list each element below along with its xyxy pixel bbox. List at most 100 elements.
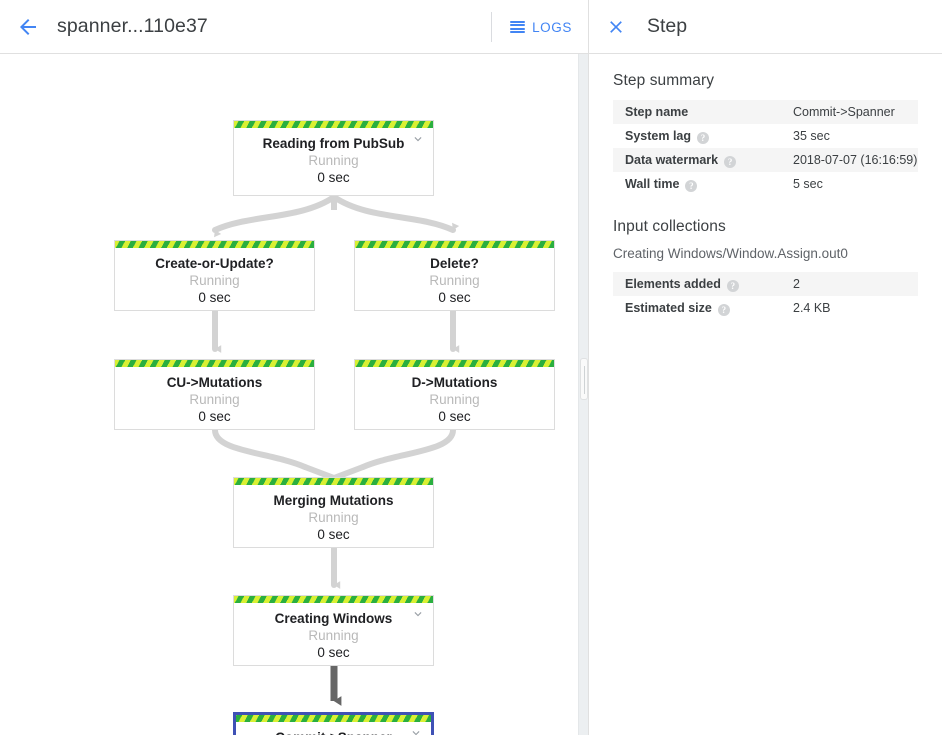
row-label: Data watermark? [613,148,781,172]
row-label: Step name [613,100,781,124]
graph-edges [212,194,460,706]
top-bar-actions: LOGS [491,0,588,54]
node-elapsed-time: 0 sec [317,170,350,185]
panel-resize-handle[interactable] [578,54,588,735]
chevron-down-icon[interactable] [411,607,425,621]
row-label-text: Elements added [625,276,721,291]
node-status: Running [429,392,480,407]
node-elapsed-time: 0 sec [317,645,350,660]
help-icon[interactable]: ? [685,179,698,192]
node-title: Reading from PubSub [262,136,405,151]
node-progress-bar [234,596,433,603]
table-row: Elements added? 2 [613,272,918,296]
node-progress-bar [355,241,554,248]
node-title: Delete? [430,256,479,271]
node-title: Commit->Spanner [236,729,431,735]
step-panel-title: Step [647,15,688,37]
node-progress-bar [115,360,314,367]
node-status: Running [308,510,359,525]
logs-list-icon [510,21,526,34]
page-title: spanner...110e37 [57,15,208,37]
node-status: Running [189,392,240,407]
graph-node-delete[interactable]: Delete? Running 0 sec [354,240,555,311]
row-label-text: Data watermark [625,152,719,167]
table-row: Data watermark? 2018-07-07 (16:16:59) [613,148,918,172]
node-progress-bar [234,121,433,128]
node-progress-bar [236,715,431,722]
chevron-down-icon[interactable] [409,726,423,735]
step-summary-heading: Step summary [613,72,715,89]
row-value: 2 [793,277,800,291]
row-label: Estimated size? [613,296,781,320]
row-label: Wall time? [613,172,781,196]
toolbar-divider [491,12,493,42]
node-status: Running [308,153,359,168]
row-label: System lag? [613,124,781,148]
row-label-text: Step name [625,105,689,119]
help-icon[interactable]: ? [697,131,710,144]
input-collections-heading: Input collections [613,218,726,235]
step-details-panel: Step Step summary Step name Commit->Spann… [588,0,942,735]
row-label: Elements added? [613,272,781,296]
node-title: Merging Mutations [273,493,394,508]
help-icon[interactable]: ? [724,155,737,168]
row-label-text: System lag [625,128,692,143]
graph-node-commit-spanner[interactable]: Commit->SpannerPart running5 sec [233,712,434,735]
row-label-text: Wall time [625,176,680,191]
table-row: Wall time? 5 sec [613,172,918,196]
step-panel-header: Step [589,0,942,54]
logs-button-label: LOGS [532,19,572,35]
node-elapsed-time: 0 sec [317,527,350,542]
table-row: Estimated size? 2.4 KB [613,296,918,320]
node-title: Create-or-Update? [155,256,274,271]
node-body: Commit->SpannerPart running5 sec [236,722,431,735]
node-status: Running [429,273,480,288]
row-value: 2018-07-07 (16:16:59) [793,153,918,167]
node-body: Delete? Running 0 sec [355,248,554,314]
node-title: D->Mutations [411,375,498,390]
table-row: Step name Commit->Spanner [613,100,918,124]
help-icon[interactable]: ? [717,303,730,316]
back-arrow-icon[interactable] [4,3,52,51]
resize-grip-icon[interactable] [580,358,588,400]
row-value: 35 sec [793,129,830,143]
help-icon[interactable]: ? [726,279,739,292]
node-status: Running [189,273,240,288]
node-progress-bar [355,360,554,367]
node-progress-bar [115,241,314,248]
node-elapsed-time: 0 sec [198,409,231,424]
table-row: System lag? 35 sec [613,124,918,148]
node-title: Creating Windows [274,611,393,626]
row-label-text: Estimated size [625,300,712,315]
logs-button[interactable]: LOGS [506,14,588,41]
row-value: 5 sec [793,177,823,191]
node-progress-bar [234,478,433,485]
row-value: Commit->Spanner [793,105,895,119]
close-icon[interactable] [594,5,638,49]
job-graph-pane: spanner...110e37 LOGS [0,0,588,735]
row-value: 2.4 KB [793,301,831,315]
input-collection-name: Creating Windows/Window.Assign.out0 [613,246,848,261]
node-title: CU->Mutations [166,375,263,390]
node-status: Running [308,628,359,643]
chevron-down-icon[interactable] [411,132,425,146]
top-app-bar: spanner...110e37 LOGS [0,0,588,54]
node-elapsed-time: 0 sec [438,290,471,305]
